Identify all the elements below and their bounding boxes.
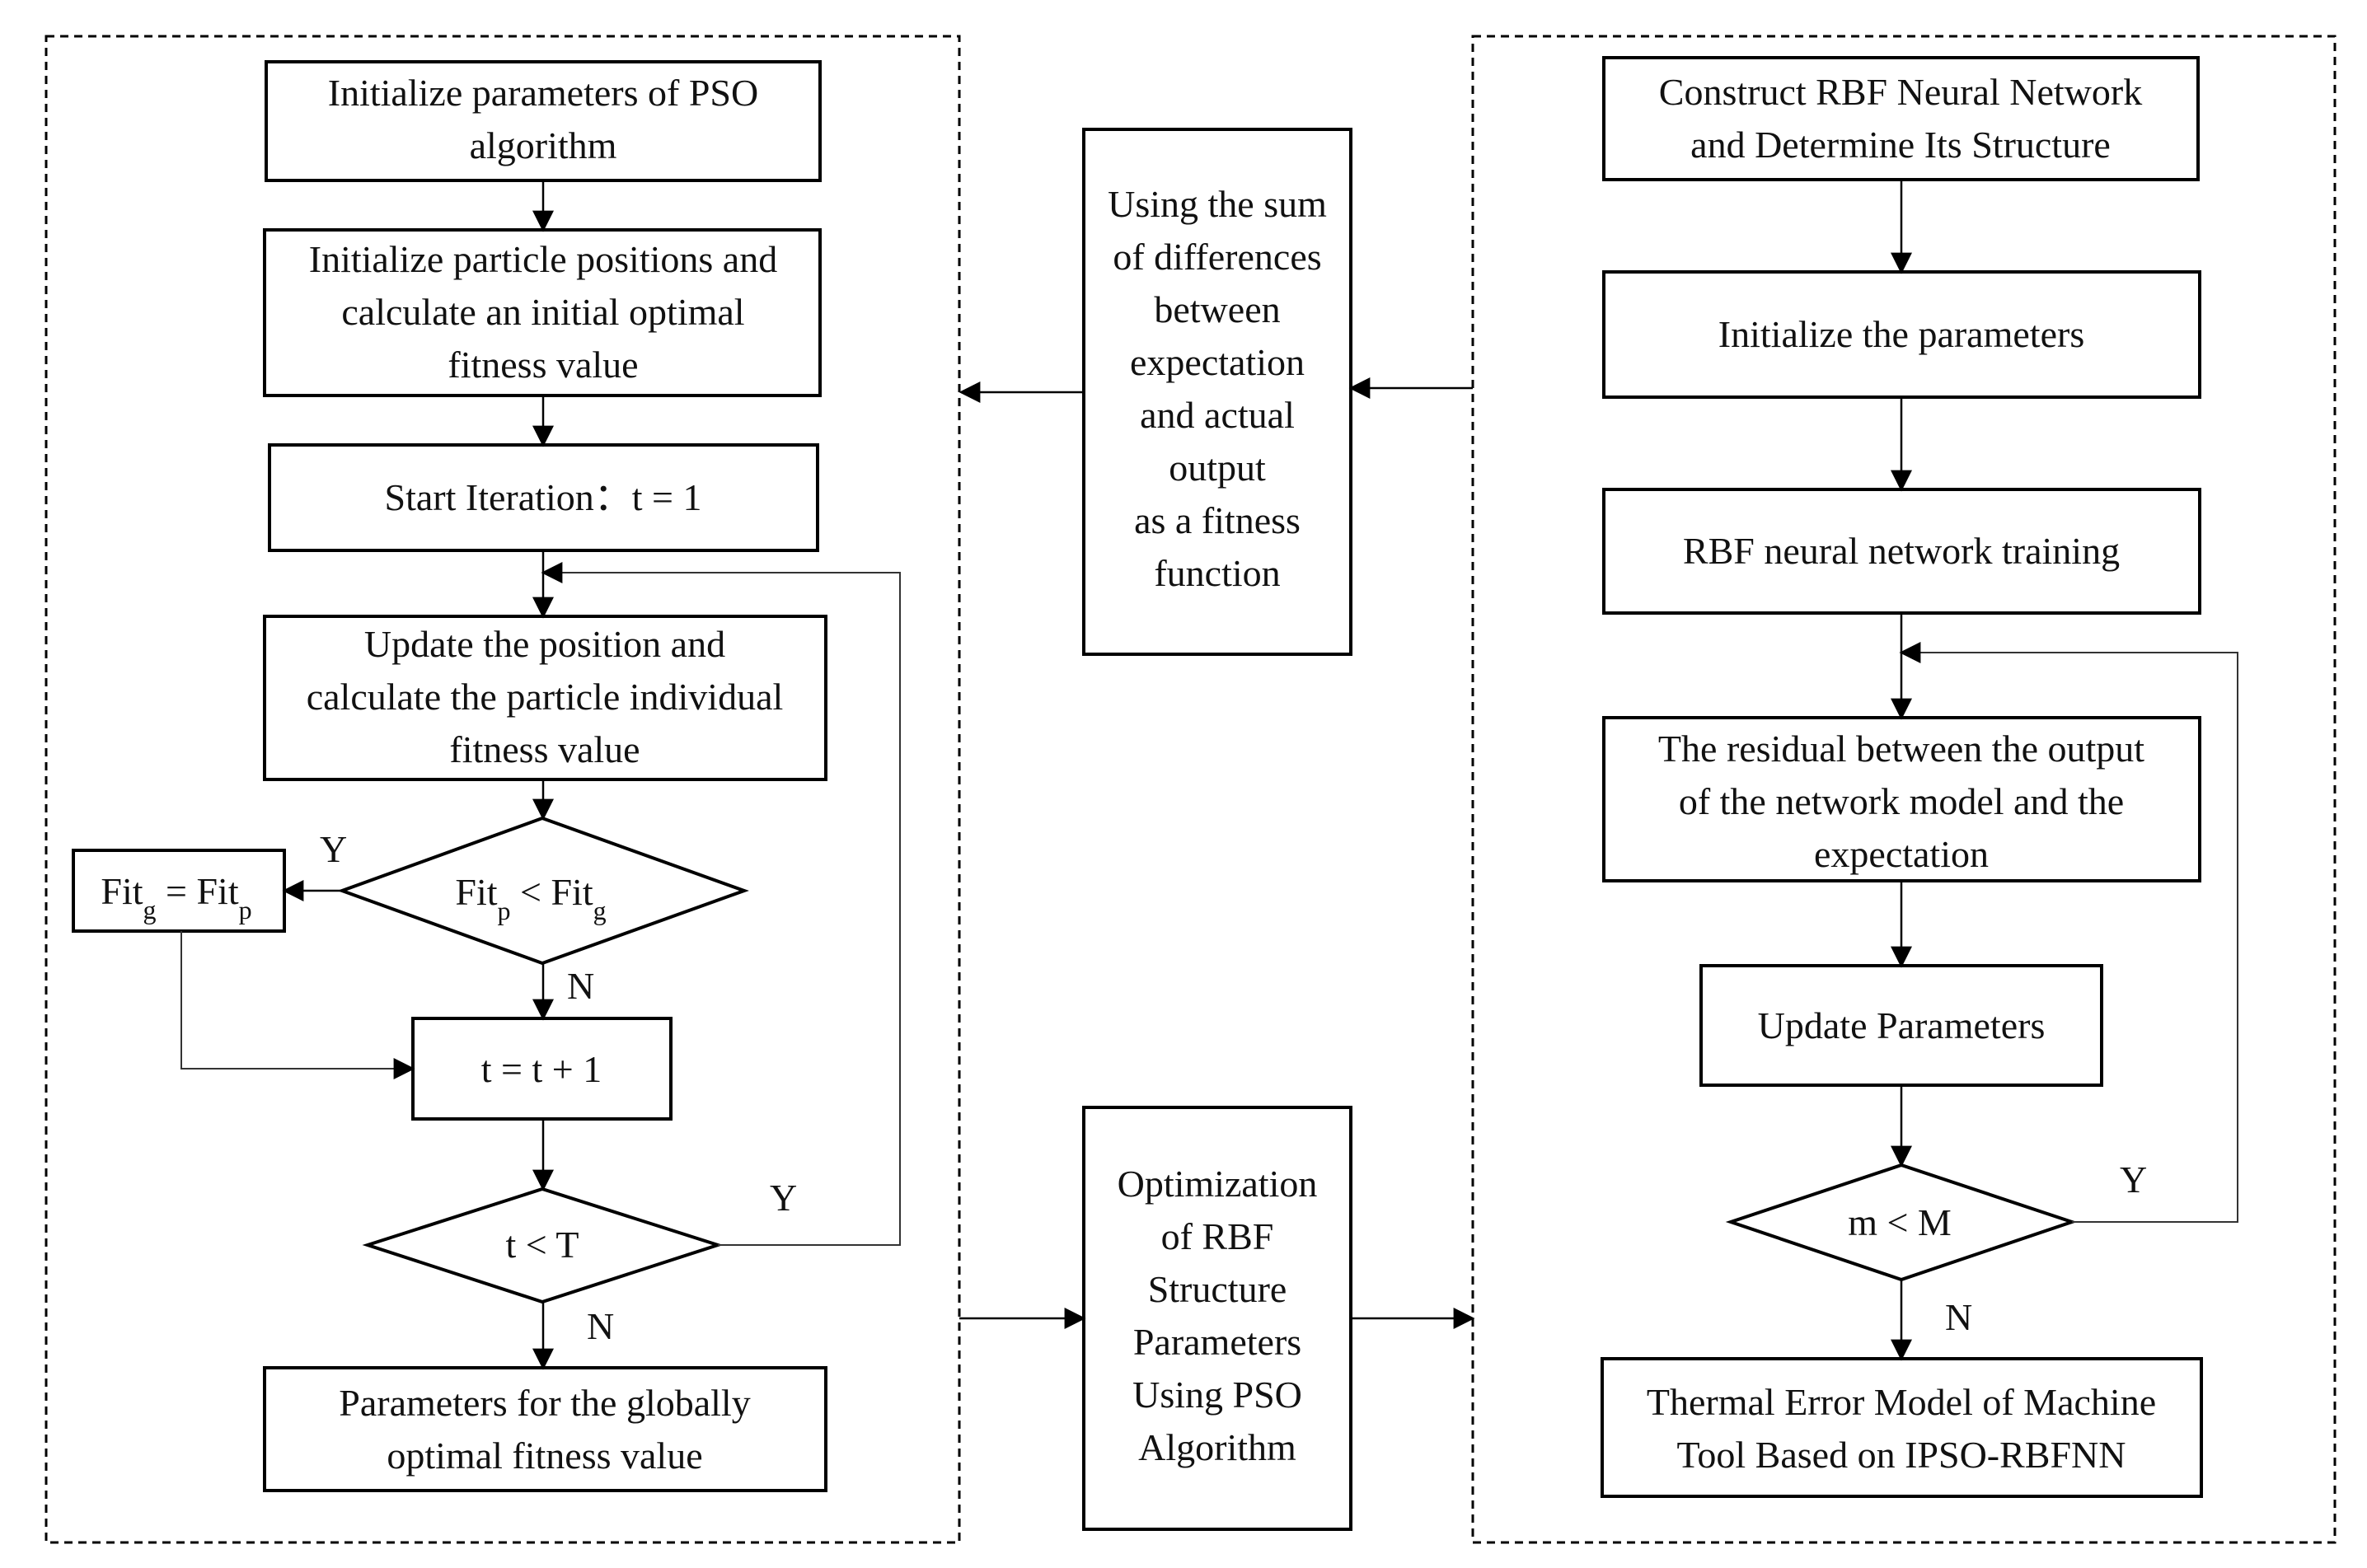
edge-t-compare-yes-loop	[541, 562, 901, 1246]
construct-rbf-node: Construct RBF Neural Network and Determi…	[1602, 56, 2200, 181]
global-optimal-line: optimal fitness value	[387, 1435, 702, 1477]
residual-line: of the network model and the	[1679, 780, 2124, 822]
construct-rbf-line: Construct RBF Neural Network	[1659, 71, 2142, 113]
t-compare-no-label: N	[587, 1305, 614, 1347]
fit-assign-text: Fitg = Fitp	[101, 870, 251, 924]
fitness-function-line: as a fitness	[1134, 499, 1301, 541]
residual-line: The residual between the output	[1658, 728, 2144, 770]
increment-node: t = t + 1	[411, 1017, 673, 1121]
fitness-function-line: Using the sum	[1108, 183, 1327, 225]
init-particles-line: Initialize particle positions and	[309, 238, 777, 280]
global-optimal-line: Parameters for the globally	[339, 1382, 750, 1424]
training-node: RBF neural network training	[1602, 488, 2201, 615]
thermal-model-node: Thermal Error Model of Machine Tool Base…	[1601, 1357, 2203, 1498]
init-particles-node: Initialize particle positions and calcul…	[263, 228, 822, 397]
update-position-line: calculate the particle individual	[307, 676, 784, 718]
pso-region	[45, 35, 961, 1544]
m-compare-text: m < M	[1848, 1201, 1952, 1243]
increment-text: t = t + 1	[481, 1048, 602, 1090]
edge-fit-assign-to-increment	[180, 931, 415, 1079]
fitness-function-line: of differences	[1113, 236, 1321, 278]
optimization-line: of RBF	[1161, 1215, 1274, 1257]
m-compare-yes-label: Y	[2120, 1158, 2147, 1201]
optimization-line: Using PSO	[1132, 1374, 1302, 1416]
start-iteration-text: Start Iteration：t = 1	[385, 476, 702, 518]
fit-compare-no-label: N	[567, 965, 594, 1007]
thermal-model-line: Thermal Error Model of Machine	[1647, 1381, 2156, 1423]
residual-node: The residual between the output of the n…	[1602, 716, 2201, 882]
global-optimal-node: Parameters for the globally optimal fitn…	[263, 1366, 827, 1492]
init-pso-node: Initialize parameters of PSO algorithm	[265, 60, 822, 182]
update-params-node: Update Parameters	[1699, 964, 2103, 1087]
fitness-function-line: between	[1154, 288, 1280, 330]
init-pso-line: algorithm	[470, 124, 617, 166]
update-position-node: Update the position and calculate the pa…	[263, 615, 827, 781]
update-position-line: Update the position and	[364, 623, 725, 665]
update-params-text: Update Parameters	[1758, 1004, 2046, 1046]
start-iteration-node: Start Iteration：t = 1	[268, 443, 819, 552]
optimization-node: Optimization of RBF Structure Parameters…	[1082, 1106, 1352, 1531]
optimization-line: Parameters	[1133, 1321, 1301, 1363]
update-position-line: fitness value	[449, 728, 640, 770]
m-compare-no-label: N	[1945, 1296, 1972, 1338]
construct-rbf-line: and Determine Its Structure	[1690, 124, 2111, 166]
t-compare-text: t < T	[506, 1224, 579, 1266]
init-particles-line: fitness value	[448, 344, 638, 386]
init-params-node: Initialize the parameters	[1602, 270, 2201, 399]
rbf-region	[1471, 35, 2337, 1544]
m-compare-decision: m < M	[1725, 1163, 2078, 1282]
fitness-function-line: function	[1154, 552, 1280, 594]
residual-line: expectation	[1814, 833, 1989, 875]
init-particles-line: calculate an initial optimal	[341, 291, 744, 333]
fit-assign-node: Fitg = Fitp	[72, 849, 286, 933]
fitness-function-line: expectation	[1130, 341, 1305, 383]
t-compare-decision: t < T	[362, 1187, 724, 1304]
fitness-function-line: output	[1169, 447, 1266, 489]
optimization-line: Structure	[1148, 1268, 1287, 1310]
training-text: RBF neural network training	[1683, 530, 2120, 572]
fit-compare-yes-label: Y	[320, 828, 347, 870]
fit-compare-decision: Fitp < Fitg	[337, 816, 749, 966]
init-pso-line: Initialize parameters of PSO	[328, 72, 758, 114]
thermal-model-line: Tool Based on IPSO-RBFNN	[1677, 1434, 2126, 1476]
t-compare-yes-label: Y	[770, 1177, 797, 1219]
fitness-function-line: and actual	[1140, 394, 1295, 436]
fitness-function-node: Using the sum of differences between exp…	[1082, 128, 1352, 656]
fit-compare-text: Fitp < Fitg	[455, 871, 606, 925]
optimization-line: Optimization	[1118, 1163, 1318, 1205]
optimization-line: Algorithm	[1138, 1426, 1296, 1468]
init-params-text: Initialize the parameters	[1718, 313, 2084, 355]
edge-m-compare-yes-loop	[1899, 642, 2238, 1223]
